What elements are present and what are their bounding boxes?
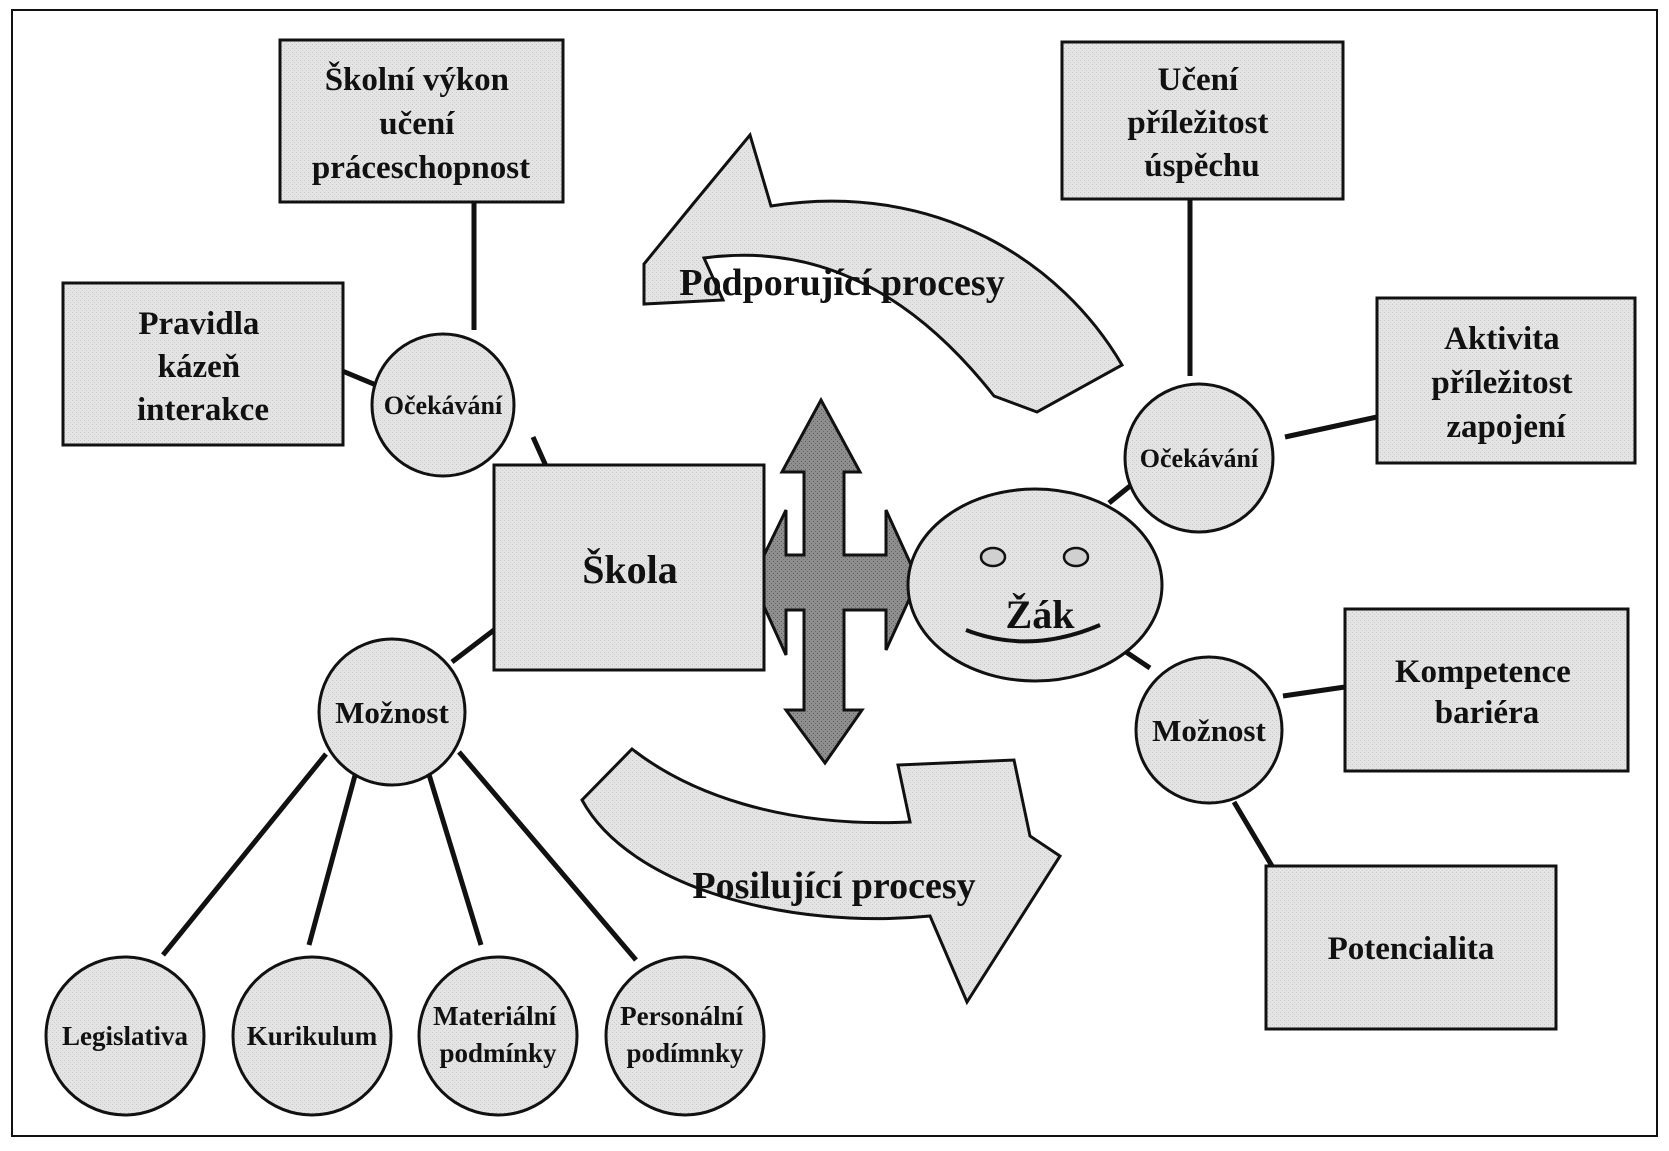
- line-possibility-materialni: [424, 767, 484, 946]
- rules-box-text: Pravidla kázeň interakce: [137, 306, 269, 428]
- school-label: Škola: [582, 547, 678, 592]
- reinforcing-processes-label: Posilující procesy: [692, 865, 975, 907]
- personnel-line-1: Personální: [620, 1001, 744, 1031]
- line-student-possibility: [1124, 649, 1152, 671]
- line-possibility-kurikulum: [306, 767, 360, 946]
- learning-box: [1060, 40, 1345, 201]
- potential-box: [1264, 864, 1558, 1031]
- line-possibility-competence: [1282, 684, 1346, 699]
- school-expectation-label: Očekávání: [384, 391, 503, 420]
- legislation-circle: [44, 955, 206, 1117]
- student-expectation-label: Očekávání: [1140, 444, 1259, 473]
- competence-box-text: Kompetence bariéra: [1395, 654, 1579, 731]
- student-label: Žák: [1006, 592, 1076, 637]
- rules-line-1: Pravidla: [138, 306, 259, 342]
- activity-line-3: zapojení: [1446, 409, 1566, 445]
- smile-icon: [965, 623, 1101, 644]
- performance-line-1: Školní výkon: [325, 60, 509, 98]
- line-expectation-activity: [1284, 414, 1378, 440]
- student-expectation-circle: [1123, 382, 1275, 534]
- school-box: [492, 463, 766, 672]
- line-possibility-legislativa: [161, 752, 328, 957]
- learning-box-text: Učení příležitost úspěchu: [1127, 62, 1276, 184]
- competence-line-1: Kompetence: [1395, 654, 1571, 690]
- performance-line-3: práceschopnost: [312, 150, 530, 186]
- line-expectation-student: [1107, 484, 1132, 505]
- line-expectation-school: [530, 435, 549, 468]
- school-expectation-circle: [370, 332, 516, 478]
- curriculum-circle: [231, 955, 393, 1117]
- personnel-conditions-circle: [604, 955, 766, 1117]
- right-eye-icon: [1062, 546, 1090, 568]
- rules-line-2: kázeň: [158, 349, 241, 385]
- material-line-1: Materiální: [433, 1001, 556, 1031]
- student-possibility-circle: [1134, 655, 1284, 805]
- supporting-processes-arrow: [642, 131, 1125, 414]
- line-rules-expectation: [339, 367, 377, 388]
- line-possibility-potential: [1231, 800, 1275, 868]
- competence-line-2: bariéra: [1435, 695, 1539, 731]
- connector-lines: [161, 200, 1378, 962]
- legislation-label: Legislativa: [62, 1021, 188, 1051]
- rules-line-3: interakce: [137, 392, 269, 428]
- activity-line-1: Aktivita: [1444, 321, 1560, 357]
- performance-box: [278, 38, 565, 204]
- performance-box-text: Školní výkon učení práceschopnost: [312, 60, 530, 186]
- supporting-processes-label: Podporující procesy: [679, 262, 1004, 304]
- rules-box: [61, 281, 345, 447]
- reinforcing-processes-arrow: [580, 746, 1063, 1006]
- school-possibility-circle: [317, 637, 467, 787]
- student-possibility-label: Možnost: [1152, 713, 1266, 748]
- material-conditions-text: Materiální podmínky: [433, 1001, 563, 1068]
- learning-line-2: příležitost: [1127, 105, 1268, 141]
- potential-label: Potencialita: [1328, 931, 1495, 967]
- four-way-arrow: [750, 396, 920, 766]
- activity-box: [1375, 296, 1637, 465]
- material-line-2: podmínky: [439, 1038, 557, 1068]
- personnel-conditions-text: Personální podímnky: [620, 1001, 750, 1068]
- line-school-possibility: [450, 628, 496, 664]
- line-possibility-personalni: [457, 750, 638, 962]
- personnel-line-2: podímnky: [626, 1038, 744, 1068]
- school-possibility-label: Možnost: [335, 695, 449, 730]
- activity-box-text: Aktivita příležitost zapojení: [1431, 321, 1580, 445]
- student-face: [906, 487, 1164, 683]
- material-conditions-circle: [417, 955, 579, 1117]
- curriculum-label: Kurikulum: [247, 1021, 378, 1051]
- learning-line-3: úspěchu: [1144, 148, 1260, 184]
- competence-box: [1343, 607, 1630, 773]
- left-eye-icon: [979, 546, 1007, 568]
- activity-line-2: příležitost: [1431, 365, 1572, 401]
- learning-line-1: Učení: [1158, 62, 1239, 98]
- performance-line-2: učení: [379, 106, 455, 142]
